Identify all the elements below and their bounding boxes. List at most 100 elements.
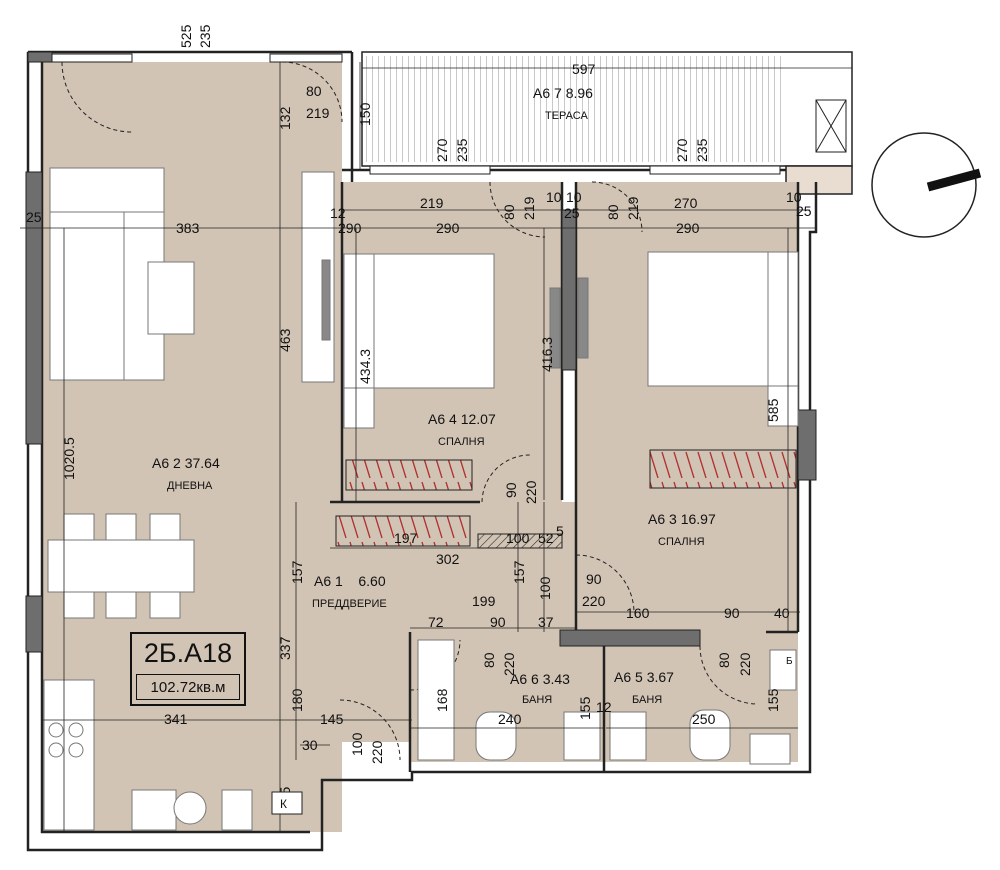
dimension-label: 220	[523, 480, 539, 504]
dimension-label: 270	[674, 195, 698, 211]
dimension-label: 157	[511, 560, 527, 584]
room-label: A6 6 3.43	[510, 671, 570, 687]
dimension-label: 90	[490, 614, 506, 630]
dimension-label: 219	[420, 195, 444, 211]
dimension-label: 25	[796, 203, 812, 219]
apartment-area-box: 102.72кв.м	[136, 674, 240, 700]
dimension-label: 80	[501, 204, 517, 220]
dimension-label: 25	[564, 205, 580, 221]
dimension-label: 80	[605, 204, 621, 220]
dimension-label: 290	[338, 220, 362, 236]
dimension-label: 250	[692, 711, 716, 727]
room-name: БАНЯ	[522, 694, 552, 706]
dimension-label: 90	[503, 482, 519, 498]
dimension-label: 270	[434, 138, 450, 162]
dimension-label: 90	[724, 605, 740, 621]
dimension-label: 30	[302, 737, 318, 753]
dimension-label: 80	[716, 652, 732, 668]
dimension-label: 220	[737, 652, 753, 676]
dimension-label: 525	[178, 24, 194, 48]
dimension-label: 90	[586, 571, 602, 587]
dimension-label: 150	[357, 102, 373, 126]
dimension-label: 180	[289, 688, 305, 712]
dimension-lines	[20, 62, 852, 832]
windows	[51, 53, 781, 175]
dimension-label: 220	[582, 593, 606, 609]
dimension-label: 40	[774, 605, 790, 621]
dimension-label: 341	[164, 711, 188, 727]
apartment-area: 102.72кв.м	[150, 679, 226, 696]
dimension-label: 235	[694, 138, 710, 162]
wardrobes	[335, 449, 797, 549]
apartment-code: 2Б.А18	[143, 638, 233, 668]
dimension-label: 290	[436, 220, 460, 236]
dimension-label: 240	[498, 711, 522, 727]
dimension-label: 220	[369, 740, 385, 764]
room-label: A6 1 6.60	[314, 573, 386, 589]
dimension-label: 416.3	[539, 337, 555, 372]
dimension-label: 100	[537, 576, 553, 600]
dimension-label: 132	[277, 106, 293, 130]
boiler-symbol: Б	[786, 656, 793, 667]
room-label: A6 5 3.67	[614, 669, 674, 685]
dimension-label: 270	[674, 138, 690, 162]
room-labels: A6 7 8.96 ТЕРАСА A6 2 37.64 ДНЕВНА A6 4 …	[152, 85, 716, 706]
boiler-symbol: К	[280, 797, 287, 811]
dimension-label: 434.3	[357, 349, 373, 384]
dimension-label: 5	[556, 523, 564, 539]
dimension-labels-horizontal: 597 219 270 80 219 10 10 25 10 25 12 25 …	[26, 61, 812, 753]
dimension-label: 302	[436, 551, 460, 567]
dimension-label: 80	[306, 83, 322, 99]
dimension-label: 199	[472, 593, 496, 609]
dimension-label: 157	[289, 560, 305, 584]
room-label: A6 7 8.96	[533, 85, 593, 101]
dimension-label: 219	[306, 105, 330, 121]
compass-icon	[871, 132, 982, 238]
dimension-label: 12	[596, 699, 612, 715]
room-name: СПАЛНЯ	[658, 536, 705, 548]
room-name: СПАЛНЯ	[438, 436, 485, 448]
dimension-label: 235	[454, 138, 470, 162]
dimension-label: 52	[538, 530, 554, 546]
dimension-label: 197	[394, 530, 418, 546]
dimension-label: 235	[197, 24, 213, 48]
dimension-label: 383	[176, 220, 200, 236]
dimension-label: 80	[481, 652, 497, 668]
dimension-label: 155	[765, 688, 781, 712]
room-name: БАНЯ	[632, 694, 662, 706]
wall-columns	[25, 51, 817, 653]
dimension-label: 145	[320, 711, 344, 727]
room-name: ТЕРАСА	[545, 110, 588, 122]
dimension-label: 25	[26, 209, 42, 225]
room-name: ДНЕВНА	[167, 480, 213, 492]
dimension-label: 155	[577, 696, 593, 720]
room-name: ПРЕДДВЕРИЕ	[312, 598, 387, 610]
dimension-label: 219	[521, 196, 537, 220]
dimension-label: 72	[428, 614, 444, 630]
dimension-label: 10	[786, 189, 802, 205]
dimension-label: 219	[625, 196, 641, 220]
dimension-label: 597	[572, 61, 596, 77]
dimension-label: 10	[566, 189, 582, 205]
dimension-label: 463	[277, 328, 293, 352]
room-label: A6 3 16.97	[648, 511, 716, 527]
apartment-badge: 2Б.А18 102.72кв.м	[130, 632, 246, 706]
utility-symbols: К Б	[271, 656, 793, 815]
dimension-label: 220	[501, 652, 517, 676]
dimension-label: 37	[538, 614, 554, 630]
dimension-label: 100	[349, 732, 365, 756]
room-label: A6 2 37.64	[152, 455, 220, 471]
dimension-label: 585	[765, 398, 781, 422]
dimension-label: 100	[506, 530, 530, 546]
dimension-label: 160	[626, 605, 650, 621]
dimension-label: 10	[546, 189, 562, 205]
furniture	[43, 167, 799, 831]
dimension-label: 168	[434, 688, 450, 712]
dimension-label: 337	[277, 636, 293, 660]
terrace	[361, 51, 853, 195]
dimension-label: 12	[330, 205, 346, 221]
dimension-label: 290	[676, 220, 700, 236]
dimension-label: 1020.5	[61, 437, 77, 480]
room-label: A6 4 12.07	[428, 411, 496, 427]
